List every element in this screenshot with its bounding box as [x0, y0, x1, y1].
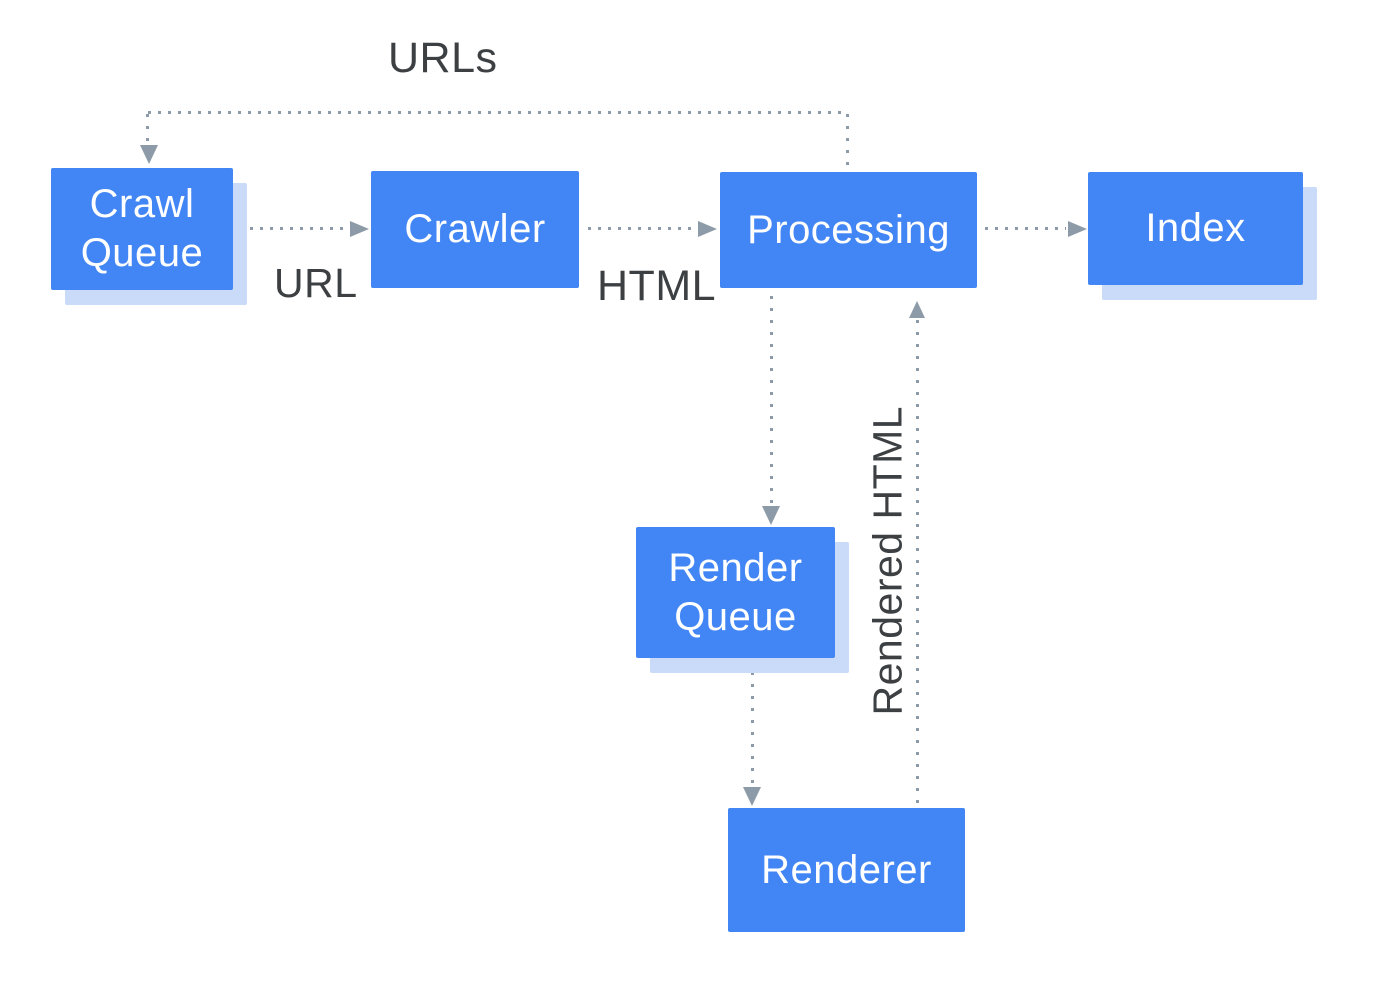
arrowhead-into-render-queue [762, 506, 780, 525]
connector-crawler-to-processing [588, 227, 697, 230]
arrowhead-into-processing [698, 221, 717, 237]
node-crawler: Crawler [371, 171, 579, 288]
edge-label-urls: URLs [388, 34, 498, 82]
node-render-queue: Render Queue [636, 527, 835, 658]
node-crawl-queue: Crawl Queue [51, 168, 233, 290]
node-processing: Processing [720, 172, 977, 288]
connector-processing-to-index [985, 227, 1066, 230]
edge-label-rendered-html: Rendered HTML [864, 405, 911, 716]
node-index: Index [1088, 172, 1303, 285]
arrowhead-into-crawl-queue [140, 145, 158, 164]
connector-render-queue-to-renderer [751, 672, 754, 784]
arrowhead-into-index [1068, 221, 1087, 237]
arrowhead-into-renderer [743, 787, 761, 806]
connector-renderer-to-processing [916, 320, 919, 806]
connector-processing-to-crawl-queue-left [146, 114, 149, 144]
node-renderer: Renderer [728, 808, 965, 932]
arrowhead-into-crawler [350, 221, 369, 237]
edge-label-url: URL [274, 260, 358, 306]
connector-processing-to-crawl-queue-right [846, 114, 849, 171]
connector-processing-to-crawl-queue-top [148, 111, 848, 114]
arrowhead-into-processing-bottom [909, 301, 925, 318]
edge-label-html: HTML [597, 262, 717, 310]
connector-processing-to-render-queue [770, 296, 773, 504]
connector-crawl-queue-to-crawler [250, 227, 348, 230]
